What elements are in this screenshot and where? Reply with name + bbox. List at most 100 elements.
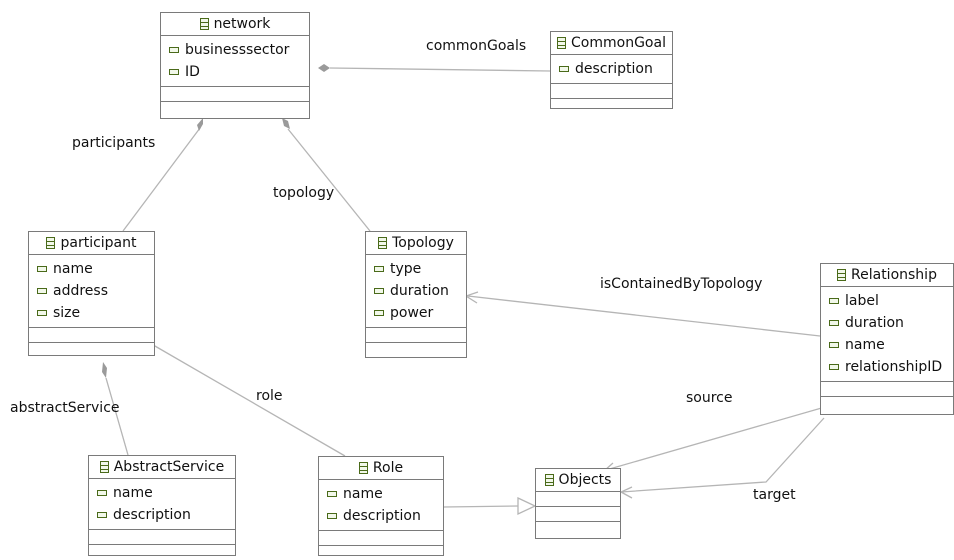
- is-contained-by-topology-label: isContainedByTopology: [600, 276, 763, 292]
- attribute-compartment: [536, 492, 620, 507]
- operations-compartment: [366, 328, 466, 343]
- operations-compartment: [551, 84, 672, 99]
- attribute: businesssector: [169, 39, 309, 61]
- common-goals-label: commonGoals: [426, 38, 527, 54]
- class-icon: [544, 474, 554, 486]
- source-line: [605, 404, 833, 471]
- class-icon: [199, 18, 209, 30]
- empty-compartment: [821, 397, 953, 411]
- attribute: description: [327, 505, 443, 527]
- attribute: name: [37, 258, 154, 280]
- operations-compartment: [319, 531, 443, 546]
- attribute-name: power: [390, 305, 434, 321]
- attribute-icon: [169, 47, 179, 53]
- generalization-triangle: [517, 496, 537, 516]
- generalization-line: [443, 505, 519, 508]
- attribute-compartment: name description: [89, 479, 235, 530]
- class-name: CommonGoal: [571, 35, 666, 51]
- attribute-name: label: [845, 293, 879, 309]
- class-participant[interactable]: participant name address size: [28, 231, 155, 356]
- attribute-name: name: [113, 485, 153, 501]
- operations-compartment: [29, 328, 154, 343]
- class-name: AbstractService: [113, 459, 225, 475]
- attribute-icon: [327, 513, 337, 519]
- attribute-name: size: [53, 305, 81, 321]
- empty-compartment: [366, 343, 466, 357]
- composition-diamond: [282, 118, 290, 129]
- class-name: network: [213, 16, 271, 32]
- class-abstract-service[interactable]: AbstractService name description: [88, 455, 236, 556]
- attribute-icon: [374, 310, 384, 316]
- empty-compartment: [89, 545, 235, 559]
- attribute: duration: [829, 312, 953, 334]
- attribute-name: ID: [185, 64, 200, 80]
- abstract-service-label: abstractService: [10, 400, 120, 416]
- class-relationship[interactable]: Relationship label duration name relatio…: [820, 263, 954, 415]
- attribute: label: [829, 290, 953, 312]
- attribute-name: description: [343, 508, 421, 524]
- attribute-icon: [829, 320, 839, 326]
- attribute-icon: [829, 364, 839, 370]
- attribute-name: duration: [845, 315, 904, 331]
- common-goals-line: [329, 67, 551, 72]
- class-header: Topology: [366, 232, 466, 255]
- class-header: participant: [29, 232, 154, 255]
- attribute: size: [37, 302, 154, 324]
- class-header: AbstractService: [89, 456, 235, 479]
- operations-compartment: [821, 382, 953, 397]
- operations-compartment: [161, 87, 309, 102]
- attribute-icon: [829, 342, 839, 348]
- role-label: role: [256, 388, 283, 404]
- target-label: target: [753, 487, 796, 503]
- source-label: source: [686, 390, 733, 406]
- class-icon: [557, 37, 567, 49]
- class-objects[interactable]: Objects: [535, 468, 621, 539]
- attribute-compartment: label duration name relationshipID: [821, 287, 953, 382]
- attribute-icon: [37, 266, 47, 272]
- attribute-icon: [829, 298, 839, 304]
- attribute: description: [559, 58, 672, 80]
- class-network[interactable]: network businesssector ID: [160, 12, 310, 119]
- class-icon: [99, 461, 109, 473]
- is-contained-by-topology-line: [467, 295, 821, 337]
- attribute: name: [327, 483, 443, 505]
- class-header: CommonGoal: [551, 32, 672, 55]
- attribute-name: description: [113, 507, 191, 523]
- attribute-compartment: businesssector ID: [161, 36, 309, 87]
- participants-label: participants: [72, 135, 156, 151]
- class-icon: [358, 462, 368, 474]
- empty-compartment: [551, 99, 672, 113]
- abstract-service-line: [105, 377, 129, 456]
- attribute-compartment: description: [551, 55, 672, 84]
- class-name: Objects: [558, 472, 612, 488]
- attribute-icon: [37, 310, 47, 316]
- role-line: [147, 341, 346, 457]
- class-header: Objects: [536, 469, 620, 492]
- class-header: network: [161, 13, 309, 36]
- composition-diamond: [102, 362, 107, 378]
- attribute-icon: [374, 288, 384, 294]
- attribute-name: businesssector: [185, 42, 290, 58]
- class-role[interactable]: Role name description: [318, 456, 444, 556]
- attribute-compartment: name description: [319, 480, 443, 531]
- class-icon: [378, 237, 388, 249]
- class-header: Relationship: [821, 264, 953, 287]
- attribute: relationshipID: [829, 356, 953, 378]
- class-name: Relationship: [851, 267, 937, 283]
- topology-label: topology: [273, 185, 335, 201]
- class-name: Topology: [392, 235, 454, 251]
- empty-compartment: [161, 102, 309, 116]
- class-header: Role: [319, 457, 443, 480]
- attribute-icon: [37, 288, 47, 294]
- class-common-goal[interactable]: CommonGoal description: [550, 31, 673, 109]
- topology-line: [287, 128, 371, 232]
- attribute-compartment: name address size: [29, 255, 154, 328]
- attribute: description: [97, 504, 235, 526]
- class-name: Role: [372, 460, 404, 476]
- attribute-name: relationshipID: [845, 359, 943, 375]
- attribute-icon: [559, 66, 569, 72]
- attribute: ID: [169, 61, 309, 83]
- attribute-compartment: type duration power: [366, 255, 466, 328]
- class-topology[interactable]: Topology type duration power: [365, 231, 467, 358]
- attribute-name: name: [845, 337, 885, 353]
